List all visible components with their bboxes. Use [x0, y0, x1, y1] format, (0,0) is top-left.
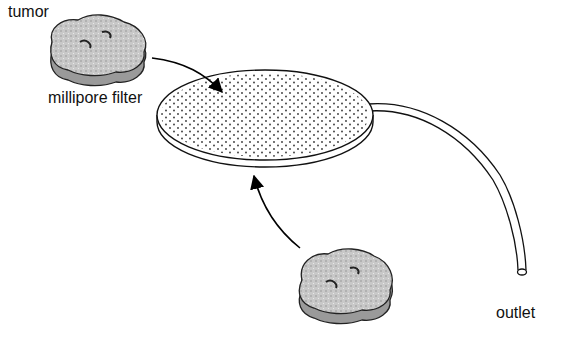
part-label: millipore filter — [48, 88, 144, 107]
flow-arrow — [152, 58, 222, 92]
flow-arrow — [254, 176, 300, 248]
millipore-filter — [157, 70, 373, 167]
tumor-label: tumor — [8, 2, 49, 21]
tumor-piece — [299, 249, 392, 324]
tumor-piece — [51, 15, 146, 86]
part-label: outlet — [496, 303, 535, 322]
outlet-tube — [368, 104, 527, 275]
